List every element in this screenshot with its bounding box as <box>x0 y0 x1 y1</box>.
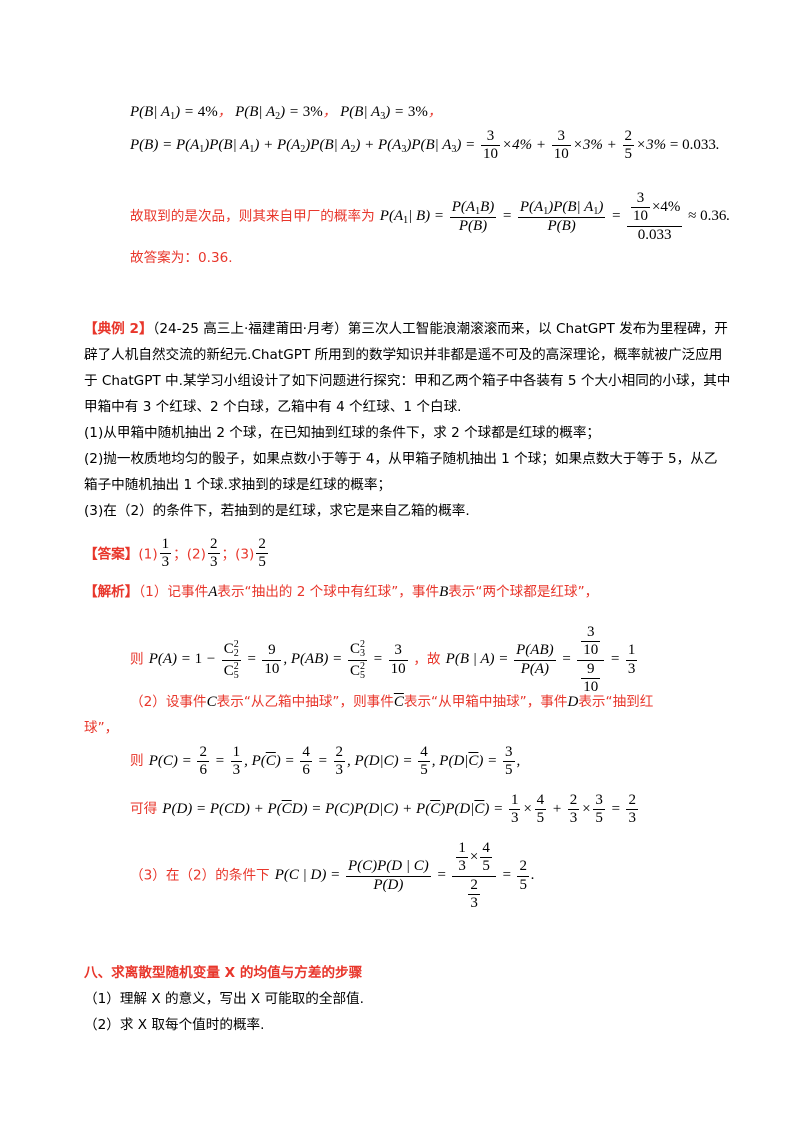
analysis-3-formula: （3）在（2）的条件下 P(C | D) = P(C)P(D | C)P(D) … <box>130 840 535 911</box>
example-source: （24-25 高三上·福建莆田·月考） <box>152 321 348 337</box>
section-8-title: 八、求离散型随机变量 X 的均值与方差的步骤 <box>84 965 363 981</box>
conclusion-line: 故取到的是次品，则其来自甲厂的概率为 P(A1| B) = P(A1B)P(B)… <box>130 190 731 243</box>
analysis-2-line1: （2）设事件C表示“从乙箱中抽球”，则事件C表示“从甲箱中抽球”，事件D表示“抽… <box>130 694 654 710</box>
example-label: 【典例 2】 <box>84 321 153 337</box>
example2-line2: 辟了人机自然交流的新纪元.ChatGPT 所用到的数学知识并非都是遥不可及的高深… <box>84 347 723 363</box>
formula-total-probability: P(B) = P(A1)P(B| A1) + P(A2)P(B| A2) + P… <box>130 128 720 163</box>
answer-line: 故答案为：0.36. <box>130 250 233 266</box>
question-1: (1)从甲箱中随机抽出 2 个球，在已知抽到红球的条件下，求 2 个球都是红球的… <box>84 425 601 441</box>
analysis-1-line: 【解析】（1）记事件A表示“抽出的 2 个球中有红球”，事件B表示“两个球都是红… <box>84 584 599 600</box>
conclusion-text: 故取到的是次品，则其来自甲厂的概率为 <box>130 208 375 225</box>
c-bar-symbol: C <box>393 694 404 710</box>
example2-line3: 于 ChatGPT 中.某学习小组设计了如下问题进行探究：甲和乙两个箱子中各装有… <box>84 373 731 389</box>
question-2b: 箱子中随机抽出 1 个球.求抽到的球是红球的概率； <box>84 477 392 493</box>
section-8-step1: （1）理解 X 的意义，写出 X 可能取的全部值. <box>84 991 364 1007</box>
question-2a: (2)抛一枚质地均匀的骰子，如果点数小于等于 4，从甲箱子随机抽出 1 个球；如… <box>84 451 718 467</box>
example2-line4: 甲箱中有 3 个红球、2 个白球，乙箱中有 4 个红球、1 个白球. <box>84 399 462 415</box>
formula-conditional-probs: P(B| A1) = 4%， P(B| A2) = 3%， P(B| A3) =… <box>130 104 442 122</box>
example2-line1: 【典例 2】（24-25 高三上·福建莆田·月考）第三次人工智能浪潮滚滚而来，以… <box>84 321 728 337</box>
analysis-2-formula2: 可得 P(D) = P(CD) + P(CD) = P(C)P(D|C) + P… <box>130 792 638 827</box>
section-8-step2: （2）求 X 取每个值时的概率. <box>84 1017 265 1033</box>
question-3: (3)在（2）的条件下，若抽到的是红球，求它是来自乙箱的概率. <box>84 503 470 519</box>
analysis-2-line2: 球”， <box>84 720 119 736</box>
